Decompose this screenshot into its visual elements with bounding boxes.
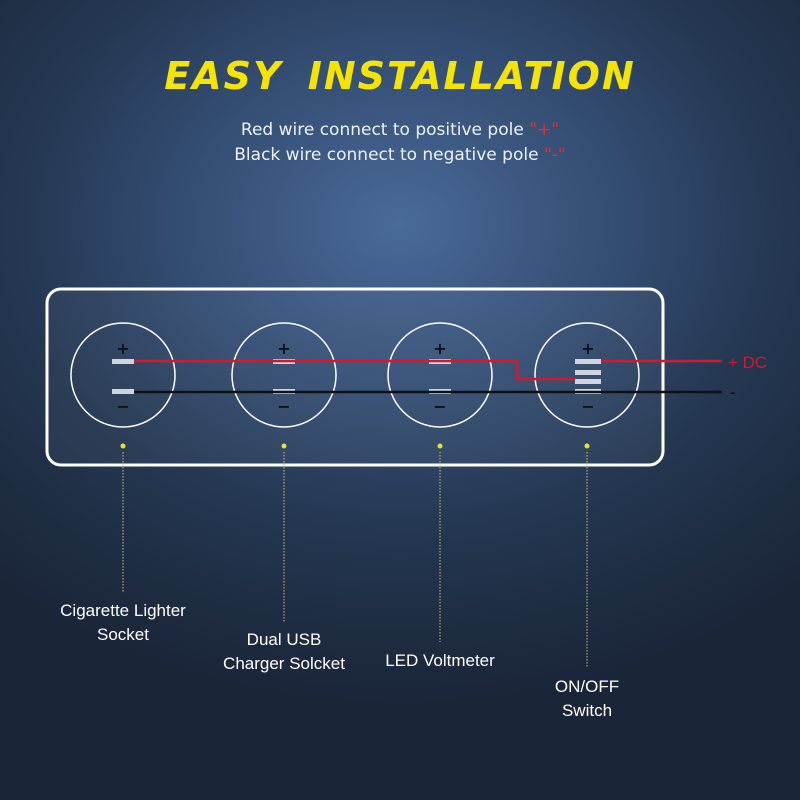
- dc-negative-label: -: [730, 382, 736, 402]
- socket-cigarette-lighter: [70, 322, 176, 428]
- label-line: Dual USB: [246, 630, 322, 649]
- plus-sign: +: [277, 339, 290, 358]
- minus-sign: −: [277, 397, 290, 416]
- switch-panel: [45, 287, 665, 467]
- minus-sign: −: [116, 397, 129, 416]
- label-line: Switch: [561, 701, 613, 720]
- title: EASY INSTALLATION: [164, 54, 636, 98]
- minus-sign: −: [581, 397, 594, 416]
- instruction-negative-text: Black wire connect to negative pole: [234, 145, 544, 165]
- label-line: Charger Solcket: [223, 654, 345, 673]
- minus-sign: −: [433, 397, 446, 416]
- label-cigarette-lighter: Cigarette Lighter Socket: [43, 599, 203, 647]
- label-line: LED Voltmeter: [385, 651, 495, 670]
- instruction-positive: Red wire connect to positive pole "+": [0, 120, 800, 140]
- instruction-negative: Black wire connect to negative pole "-": [0, 145, 800, 165]
- leader-dot: [584, 443, 590, 449]
- plus-sign: +: [116, 339, 129, 358]
- label-on-off-switch: ON/OFF Switch: [507, 675, 667, 723]
- leader-dot: [437, 443, 443, 449]
- plus-sign: +: [581, 339, 594, 358]
- leader-dot: [120, 443, 126, 449]
- positive-wire: [134, 359, 575, 381]
- instruction-positive-text: Red wire connect to positive pole: [240, 120, 530, 140]
- label-line: ON/OFF: [554, 677, 620, 696]
- negative-symbol: "-": [543, 145, 566, 165]
- label-led-voltmeter: LED Voltmeter: [360, 649, 520, 673]
- label-line: Socket: [97, 625, 149, 644]
- dc-positive-label: + DC: [728, 353, 767, 372]
- label-dual-usb: Dual USB Charger Solcket: [204, 628, 364, 676]
- leader-dot: [281, 443, 287, 449]
- positive-symbol: "+": [529, 120, 560, 140]
- plus-sign: +: [433, 339, 446, 358]
- label-line: Cigarette Lighter: [60, 601, 186, 620]
